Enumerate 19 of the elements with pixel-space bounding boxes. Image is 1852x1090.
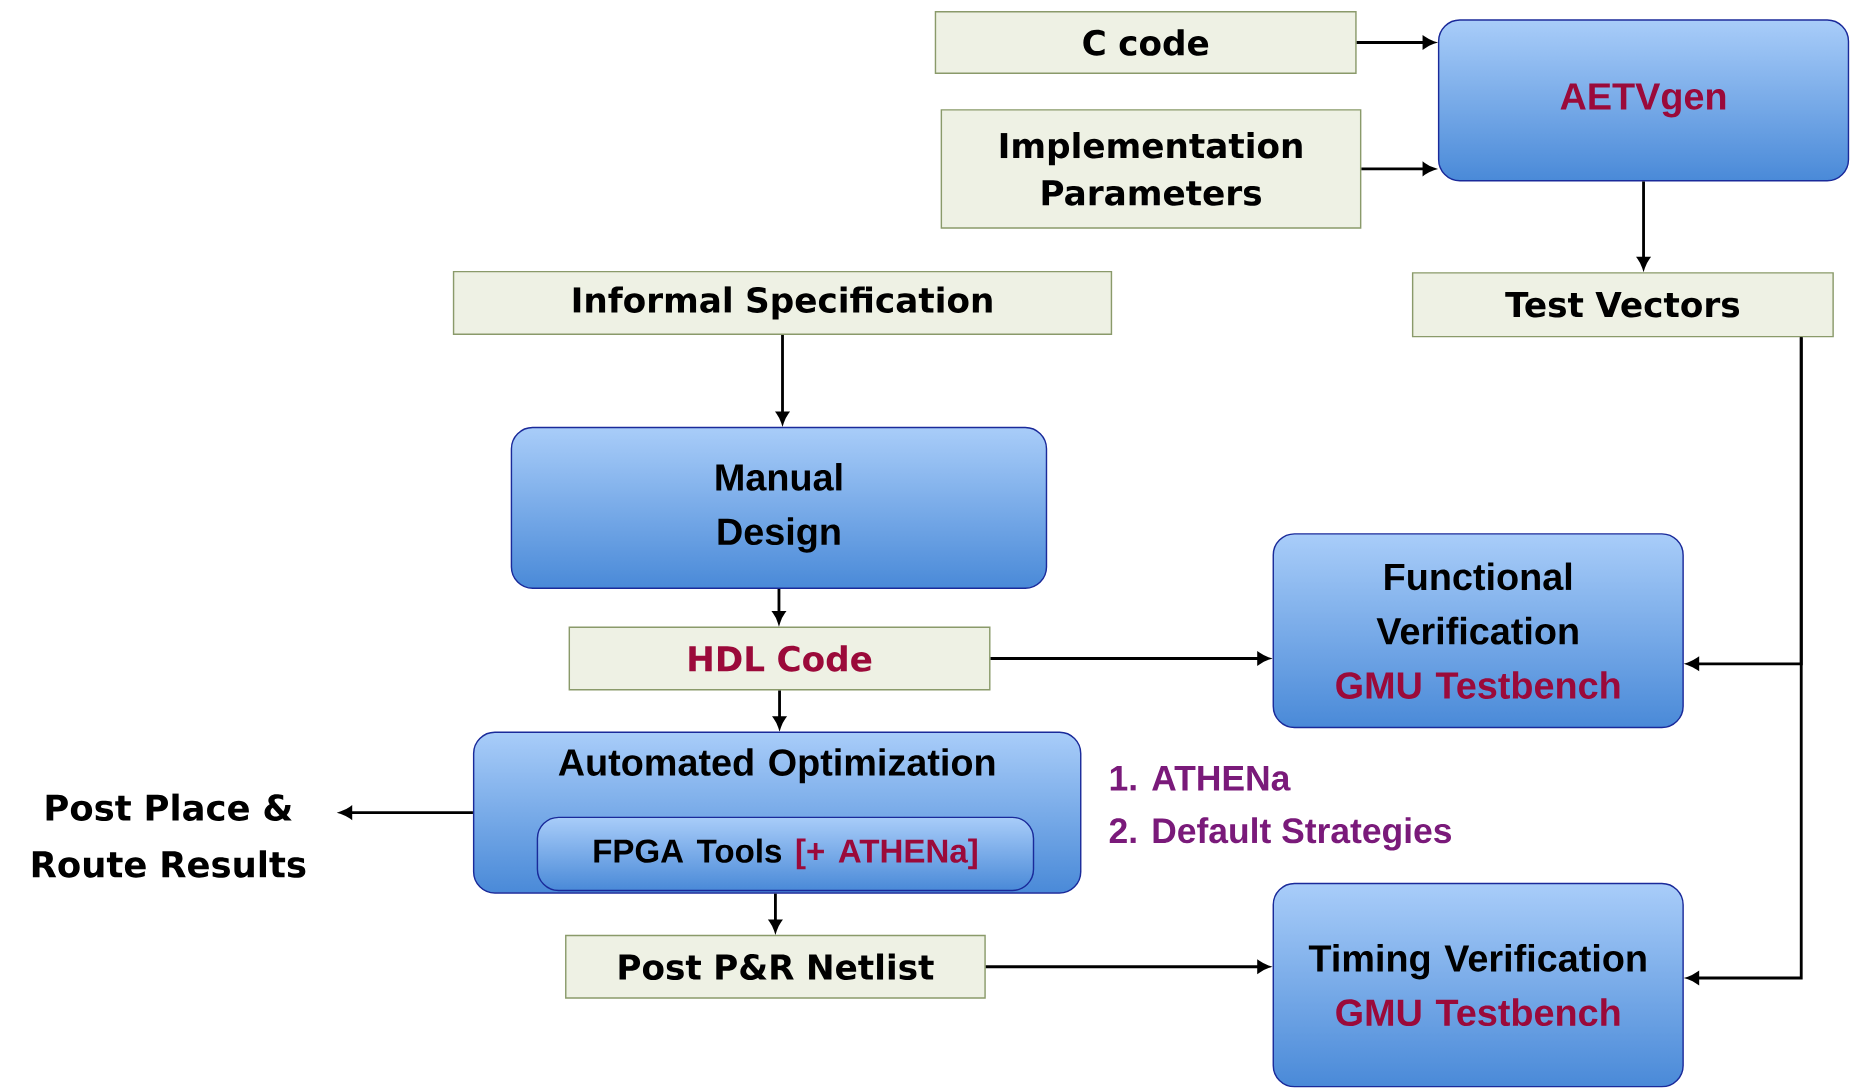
arrow [772, 588, 786, 624]
input-box: Test Vectors [1411, 272, 1834, 338]
result-text: Post Place & Route Results [32, 793, 306, 878]
arrow [339, 806, 473, 819]
process-box: FPGA Tools [+ ATHENa] [536, 816, 1035, 892]
process-box: Timing Verification GMU Testbench [1272, 882, 1684, 1088]
input-box: Implementation Parameters [940, 109, 1362, 229]
arrow [1686, 337, 1803, 985]
process-box: AETVgen [1437, 19, 1850, 182]
input-box: Post P&R Netlist [565, 934, 986, 999]
input-box: HDL Code [568, 626, 991, 691]
arrow [1361, 162, 1435, 175]
process-box: Functional Verification GMU Testbench [1272, 533, 1684, 729]
input-box: Informal Specification [452, 270, 1113, 335]
tool-list-item: 1. ATHENa [1110, 765, 1291, 791]
arrow [985, 960, 1270, 973]
process-box: Manual Design [510, 426, 1048, 589]
tool-list-item: 2. Default Strategies [1109, 817, 1451, 851]
input-box: C code [934, 11, 1357, 74]
